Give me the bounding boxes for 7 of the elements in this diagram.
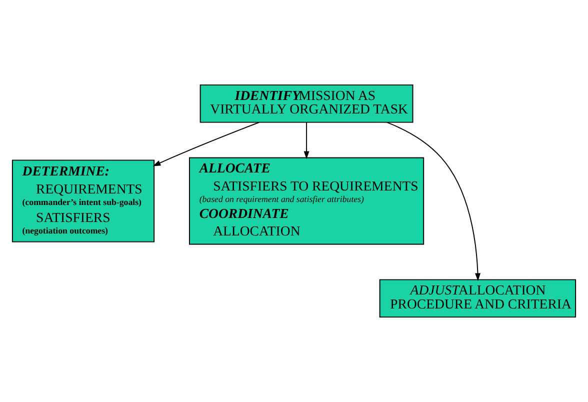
node-box: ALLOCATE SATISFIERS TO REQUIREMENTS (based on requirement and satisfier attributes) COORDINATE ALLOCATION [189,157,424,245]
arrow [152,122,260,166]
arrow [304,122,310,160]
node-box: ADJUSTALLOCATION PROCEDURE AND CRITERIA [379,279,576,318]
node-box: DETERMINE: REQUIREMENTS (commander’s intent sub-goals) SATISFIERS (negotiation outcomes) [12,160,155,242]
node-box: IDENTIFYMISSION AS VIRTUALLY ORGANIZED TASK [200,84,414,123]
arrow [386,122,481,282]
